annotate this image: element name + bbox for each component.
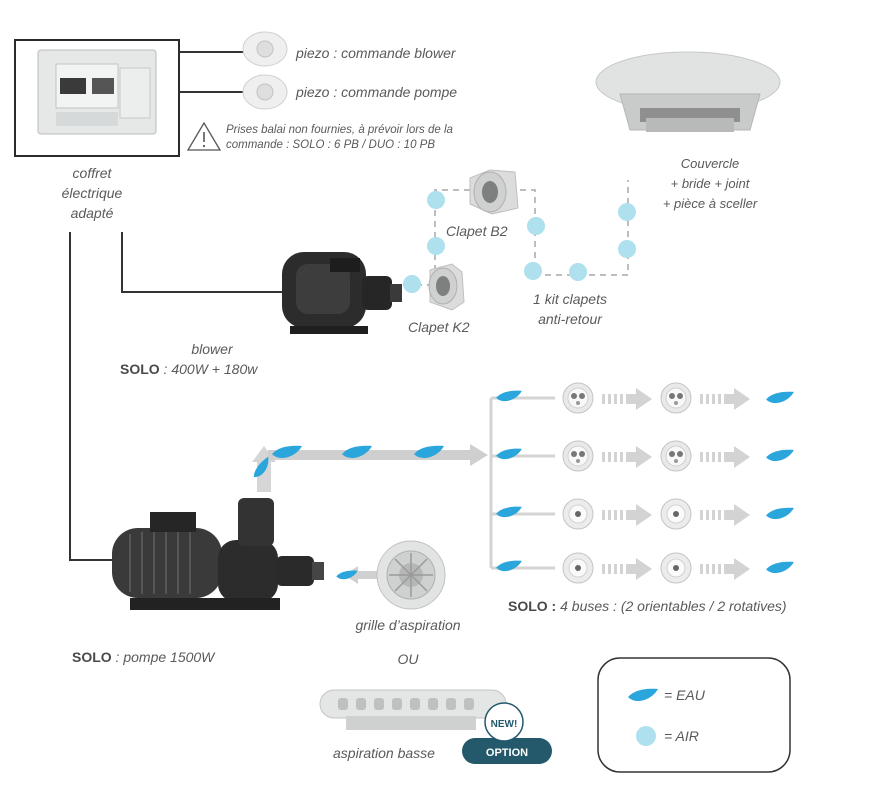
new-option-badge (462, 702, 552, 764)
couvercle-label-2: + bride + joint (671, 176, 751, 191)
kit-label-1: 1 kit clapets (533, 291, 607, 307)
suction-grille (376, 540, 446, 610)
piezo-wires (179, 51, 244, 93)
blower-unit (282, 252, 402, 334)
pompe-spec-solo: SOLO (72, 649, 112, 665)
buses-spec-detail: 4 buses : (2 orientables / 2 rotatives) (556, 598, 786, 614)
nozzle-row-3 (496, 498, 794, 530)
coffret-label-2: électrique (62, 185, 123, 201)
clapet-b2 (469, 169, 519, 215)
buses-spec-solo: SOLO : (508, 598, 556, 614)
nozzle-row-4 (496, 552, 794, 584)
blower-spec-solo: SOLO (120, 361, 160, 377)
kit-label-2: anti-retour (538, 311, 603, 327)
warning-text-2: commande : SOLO : 6 PB / DUO : 10 PB (226, 139, 435, 151)
legend-air-label: = AIR (664, 728, 699, 744)
coffret-label-1: coffret (73, 165, 113, 181)
pompe-spec-detail: : pompe 1500W (112, 649, 217, 665)
legend-box (597, 657, 791, 773)
aspiration-basse-unit (319, 689, 507, 730)
blower-label: blower (191, 341, 234, 357)
pump-unit (112, 498, 324, 610)
blower-spec: SOLO : 400W + 180w (120, 361, 258, 377)
aspiration-basse-label: aspiration basse (333, 745, 435, 761)
blower-spec-detail: : 400W + 180w (160, 361, 259, 377)
warning-icon (186, 121, 222, 151)
couvercle-lid (595, 51, 781, 132)
piezo-pompe-button (242, 74, 288, 110)
badge-new-text: NEW! (491, 719, 518, 730)
nozzle-row-1 (496, 382, 794, 414)
warning-text-1: Prises balai non fournies, à prévoir lor… (226, 124, 453, 136)
electrical-box (14, 39, 180, 157)
piezo-blower-button (242, 31, 288, 67)
couvercle-label-1: Couvercle (681, 156, 740, 171)
power-wires (69, 232, 284, 561)
nozzle-row-2 (496, 440, 794, 472)
legend-air-dot-icon (636, 726, 656, 746)
clapet-b2-label: Clapet B2 (446, 223, 508, 239)
coffret-label-3: adapté (71, 205, 114, 221)
buses-spec: SOLO : 4 buses : (2 orientables / 2 rota… (508, 598, 787, 614)
ou-label: OU (398, 651, 420, 667)
air-dots (403, 191, 636, 293)
grille-label: grille d’aspiration (355, 617, 460, 633)
clapet-k2-label: Clapet K2 (408, 319, 470, 335)
piezo-blower-label: piezo : commande blower (295, 45, 457, 61)
badge-option-text: OPTION (486, 747, 528, 759)
pompe-spec: SOLO : pompe 1500W (72, 649, 216, 665)
couvercle-label-3: + pièce à sceller (663, 196, 758, 211)
clapet-k2 (428, 263, 465, 311)
legend-eau-label: = EAU (664, 687, 706, 703)
piezo-pompe-label: piezo : commande pompe (295, 84, 457, 100)
